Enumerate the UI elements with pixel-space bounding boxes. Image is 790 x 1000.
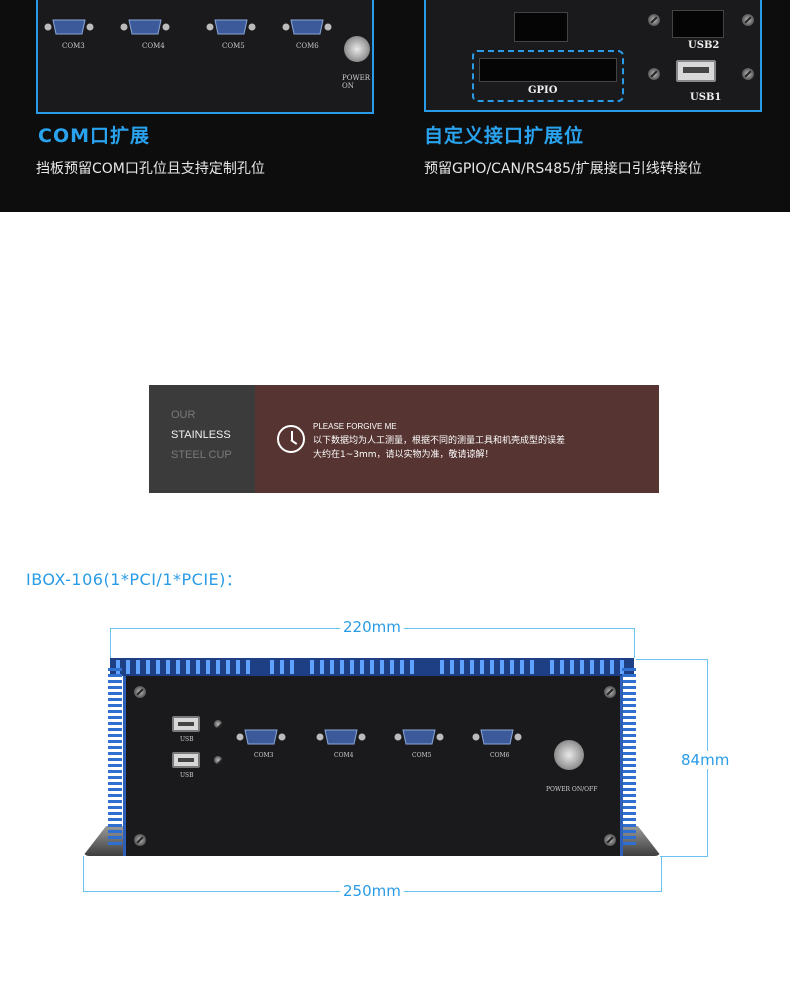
screw-icon	[648, 68, 660, 80]
gpio-label: GPIO	[528, 85, 558, 96]
com3-label: COM3	[62, 42, 85, 50]
width-top-tick-left	[110, 628, 111, 658]
usb-port-icon	[172, 716, 200, 732]
expansion-slot-top	[514, 12, 568, 42]
notice-side-line-2: STAINLESS	[171, 429, 231, 441]
width-top-tick-right	[634, 628, 635, 658]
notice-side-panel: OUR STAINLESS STEEL CUP	[149, 385, 255, 493]
gpio-slot	[479, 58, 617, 82]
notice-heading: PLEASE FORGIVE ME	[313, 422, 397, 431]
clock-icon	[277, 425, 305, 453]
com4-port-icon	[120, 19, 170, 35]
com5-label: COM5	[412, 752, 432, 759]
com3-label: COM3	[254, 752, 274, 759]
custom-feature-desc: 预留GPIO/CAN/RS485/扩展接口引线转接位	[424, 161, 702, 177]
screw-icon	[214, 720, 222, 728]
screw-icon	[214, 756, 222, 764]
com-feature-title: COM口扩展	[38, 125, 151, 147]
com6-port-icon	[472, 729, 522, 745]
screw-icon	[742, 68, 754, 80]
gpio-highlight-box: GPIO	[472, 50, 624, 102]
com4-port-icon	[316, 729, 366, 745]
front-io-panel: USB USB COM3 COM4 COM5 COM6 POWER ON/OFF	[123, 676, 623, 856]
model-title: IBOX-106(1*PCI/1*PCIE)：	[26, 570, 243, 589]
width-top-label: 220mm	[340, 618, 404, 636]
notice-side-line-1: OUR	[171, 409, 196, 421]
usb2-cutout	[672, 10, 724, 38]
usb-port-label: USB	[180, 736, 194, 743]
power-button-icon	[344, 36, 370, 62]
custom-feature-title: 自定义接口扩展位	[424, 125, 585, 147]
screw-icon	[134, 686, 146, 698]
feature-band: COM3 COM4 COM5 COM6 POWER ON USB2 GPIO U…	[0, 0, 790, 212]
notice-message-panel: PLEASE FORGIVE ME 以下数据均为人工测量，根据不同的测量工具和机…	[255, 385, 659, 493]
com5-port-icon	[206, 19, 256, 35]
com-ports-photo: COM3 COM4 COM5 COM6 POWER ON	[36, 0, 374, 114]
notice-side-line-3: STEEL CUP	[171, 449, 232, 461]
com4-label: COM4	[334, 752, 354, 759]
power-label: POWER ON/OFF	[546, 786, 598, 793]
notice-body-line-2: 大约在1~3mm，请以实物为准，敬请谅解！	[313, 450, 494, 460]
com-feature-desc: 挡板预留COM口孔位且支持定制孔位	[36, 161, 265, 177]
screw-icon	[648, 14, 660, 26]
height-tick-bottom	[660, 856, 708, 857]
usb1-port-icon	[676, 60, 716, 82]
com5-port-icon	[394, 729, 444, 745]
com5-label: COM5	[222, 42, 245, 50]
top-heatsink-fins	[110, 658, 634, 676]
com3-port-icon	[44, 19, 94, 35]
usb-port-label: USB	[180, 772, 194, 779]
power-label: POWER ON	[342, 74, 371, 90]
left-heatsink-fins	[108, 668, 122, 854]
usb1-label: USB1	[690, 92, 722, 103]
com3-port-icon	[236, 729, 286, 745]
notice-body-line-1: 以下数据均为人工测量，根据不同的测量工具和机壳成型的误差	[313, 436, 566, 446]
screw-icon	[604, 686, 616, 698]
screw-icon	[604, 834, 616, 846]
com6-label: COM6	[490, 752, 510, 759]
height-label: 84mm	[678, 751, 733, 769]
gpio-usb-photo: USB2 GPIO USB1	[424, 0, 762, 112]
usb-port-icon	[172, 752, 200, 768]
width-bottom-label: 250mm	[340, 882, 404, 900]
screw-icon	[742, 14, 754, 26]
width-bottom-tick-left	[83, 856, 84, 892]
com6-port-icon	[282, 19, 332, 35]
right-heatsink-fins	[622, 668, 636, 854]
com4-label: COM4	[142, 42, 165, 50]
power-button-icon	[554, 740, 584, 770]
com6-label: COM6	[296, 42, 319, 50]
usb2-label: USB2	[688, 40, 720, 51]
measurement-notice: OUR STAINLESS STEEL CUP PLEASE FORGIVE M…	[149, 385, 659, 493]
width-bottom-tick-right	[661, 856, 662, 892]
height-tick-top	[636, 659, 708, 660]
screw-icon	[134, 834, 146, 846]
